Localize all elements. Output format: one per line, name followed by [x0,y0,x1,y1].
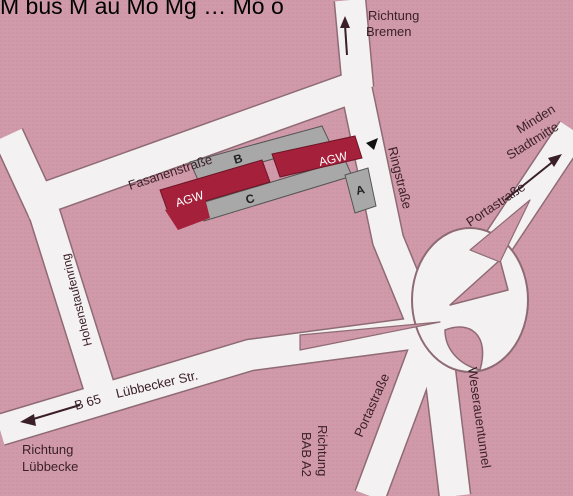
arrow-north-icon [344,24,348,56]
arrow-north-head-icon [340,16,350,28]
entrance-marker-icon [366,138,378,150]
traffic-island [444,326,484,371]
traffic-island [469,199,531,263]
label-bab-1: Richtung [315,425,330,476]
label-luebbecke-1: Richtung [22,442,73,457]
caption-fragment: M bus M au Mö Mg … Mö ö [0,0,284,19]
road-portastrasse-south [355,329,445,496]
building-agw-left [159,159,271,213]
direction-arrows [20,16,562,426]
label-bremen-1: Richtung [368,8,419,23]
label-bremen-2: Bremen [366,24,412,39]
label-bab-2: BAB A2 [299,432,314,477]
label-building-a: A [354,182,366,198]
arrow-northeast-icon [504,159,556,201]
arrow-northeast-head-icon [548,154,562,167]
label-luebbecke-2: Lübbecke [22,459,78,474]
arrow-west-head-icon [20,414,36,426]
road-hohenstaufenring [0,128,115,395]
building-agw-left-wing [165,198,210,230]
building-agw-right [271,135,363,178]
road-luebbecker-str [0,315,442,445]
label-building-c: C [244,191,257,207]
label-b65: B 65 [73,391,103,413]
road-bremen [335,0,373,90]
road-fasanenstrasse [19,70,366,220]
building-a [344,167,377,214]
traffic-island [449,259,509,306]
label-building-b: B [232,151,245,167]
arrow-west-icon [29,404,81,421]
traffic-island [299,321,441,351]
campus-buildings [159,125,378,230]
label-agw-right: AGW [318,149,350,169]
